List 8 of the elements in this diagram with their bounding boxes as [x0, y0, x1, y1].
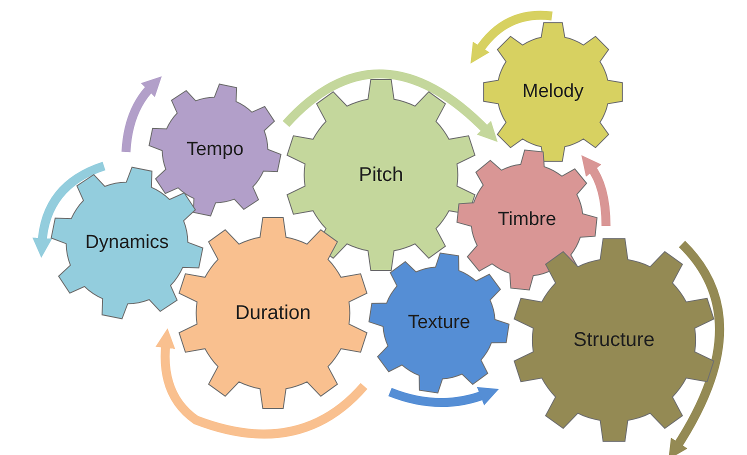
gear-label: Structure: [573, 328, 655, 352]
gear-label: Texture: [408, 312, 470, 334]
gear-label: Timbre: [498, 209, 556, 231]
gear-label: Melody: [522, 81, 584, 103]
gear-label: Duration: [235, 302, 311, 324]
gear-label: Dynamics: [85, 232, 169, 254]
gear-label: Pitch: [358, 164, 404, 186]
gear-label: Tempo: [186, 139, 244, 161]
